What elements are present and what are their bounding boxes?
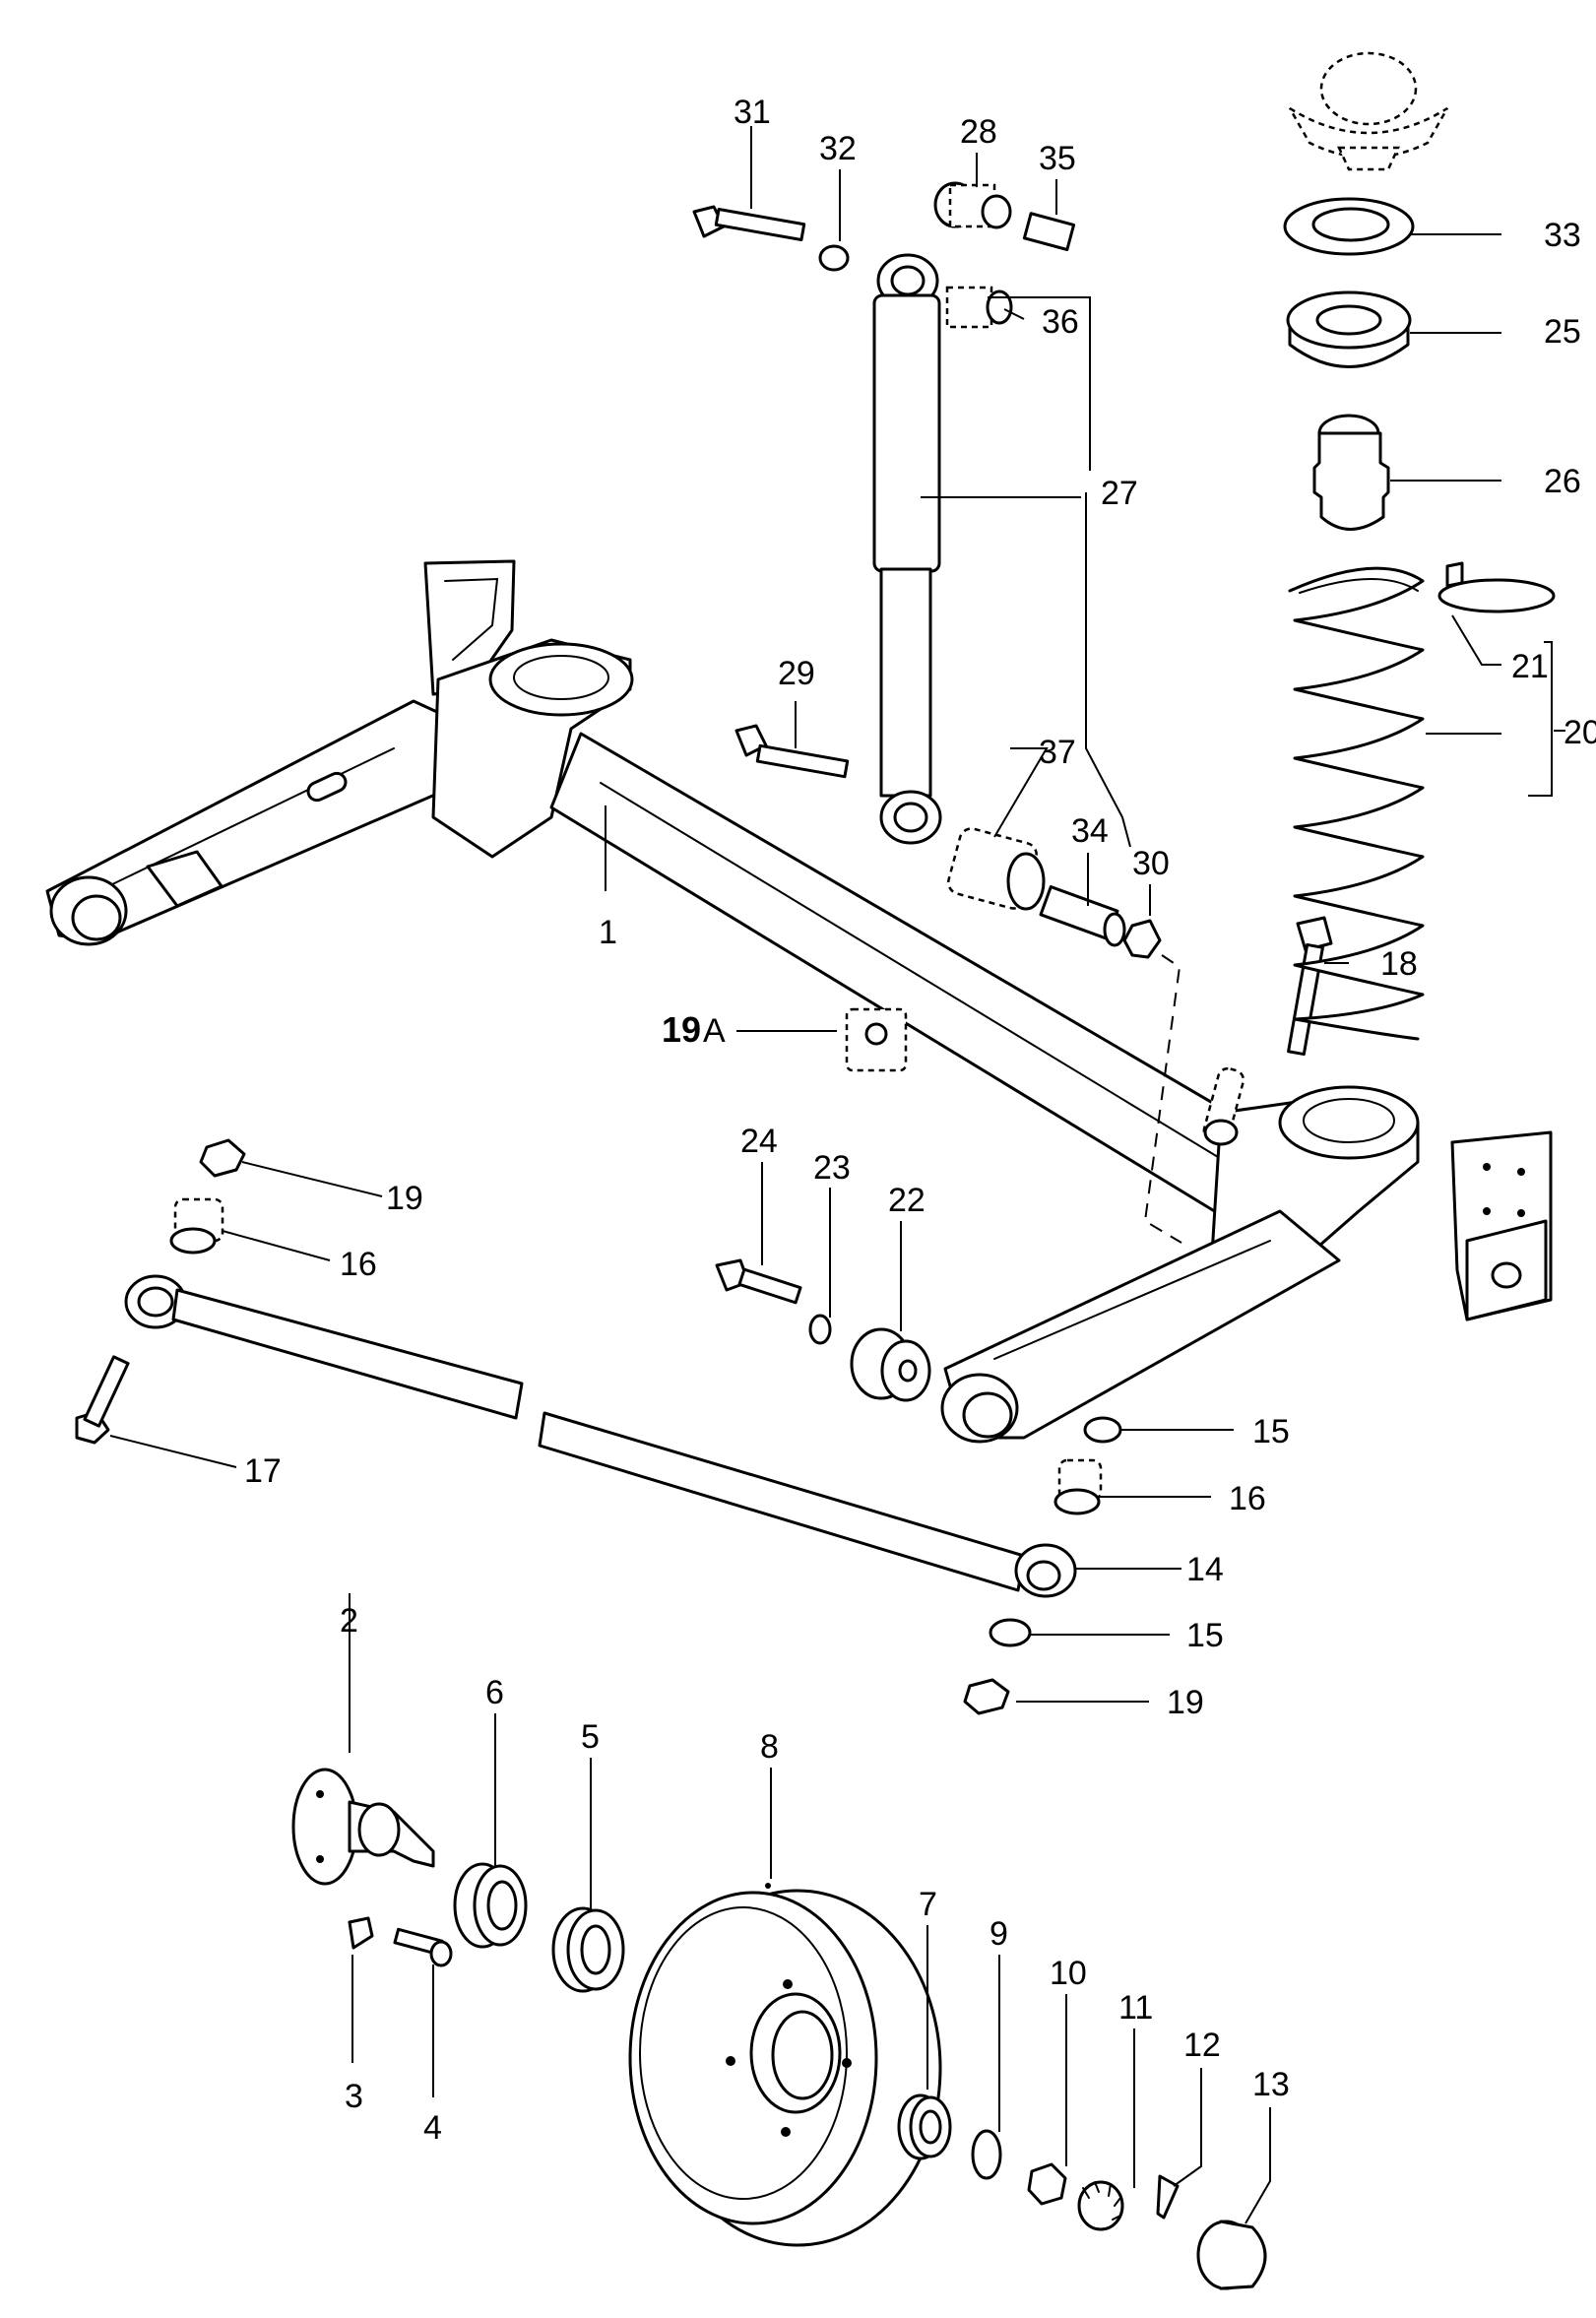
label-34: 34 — [1071, 812, 1109, 850]
spring-seat-25 — [1286, 290, 1412, 368]
label-32: 32 — [819, 130, 857, 167]
label-20: 20 — [1564, 714, 1596, 751]
shock-absorber — [872, 253, 942, 845]
label-37: 37 — [1039, 734, 1076, 771]
label-5: 5 — [581, 1718, 600, 1756]
panhard-rod-14 — [124, 1274, 1077, 1598]
rear-axle-beam — [45, 559, 1553, 1444]
bush-28 — [933, 181, 1012, 229]
label-8: 8 — [760, 1728, 779, 1766]
label-23: 23 — [813, 1149, 851, 1187]
label-2: 2 — [340, 1602, 358, 1640]
label-11: 11 — [1118, 1989, 1153, 2027]
shock-bolt-31 — [692, 205, 806, 242]
bush-22 — [850, 1327, 931, 1402]
spring-clip-21 — [1437, 561, 1556, 613]
seal-6 — [453, 1862, 528, 1949]
label-27: 27 — [1101, 475, 1138, 512]
lock-washer-32 — [818, 244, 850, 272]
label-25: 25 — [1544, 313, 1581, 351]
label-10: 10 — [1050, 1955, 1087, 1992]
sleeve-35 — [1022, 212, 1076, 252]
bush-16-left — [169, 1197, 224, 1255]
bush-37 — [947, 827, 1046, 911]
label-19a-number: 19 — [662, 1009, 701, 1050]
sleeve-34 — [1039, 885, 1126, 947]
bolt-4 — [393, 1927, 453, 1967]
label-36: 36 — [1042, 303, 1079, 341]
label-24: 24 — [740, 1123, 778, 1160]
label-22: 22 — [888, 1182, 926, 1219]
spring-cup-33 — [1283, 197, 1415, 256]
bearing-7 — [897, 2093, 952, 2160]
label-29: 29 — [778, 655, 815, 692]
bolt-24 — [715, 1258, 802, 1305]
label-31: 31 — [734, 94, 771, 131]
label-7: 7 — [919, 1886, 937, 1923]
label-19-right: 19 — [1167, 1684, 1204, 1721]
bush-36 — [945, 286, 1013, 329]
bump-stop-26 — [1312, 414, 1390, 531]
washer-23 — [808, 1314, 832, 1345]
nut-30 — [1122, 919, 1162, 959]
cotter-pin-12 — [1156, 2174, 1180, 2220]
nut-19-left — [199, 1138, 246, 1178]
label-4: 4 — [423, 2109, 442, 2147]
label-33: 33 — [1544, 217, 1581, 254]
grease-cap-13 — [1196, 2220, 1267, 2290]
label-16-left: 16 — [340, 1246, 377, 1283]
bolt-29 — [734, 724, 850, 779]
label-12: 12 — [1183, 2027, 1221, 2064]
label-21: 21 — [1511, 648, 1549, 685]
nut-19-right — [963, 1678, 1010, 1715]
part-labels: 1 2 3 4 5 6 7 8 9 10 11 12 13 14 15 15 1… — [244, 94, 1596, 2147]
assembly-path-30-to-axle — [1143, 954, 1182, 1244]
label-16-right: 16 — [1229, 1480, 1266, 1517]
label-17: 17 — [244, 1452, 282, 1490]
bolt-18 — [1202, 916, 1333, 1146]
washer-15-upper — [1083, 1416, 1122, 1444]
crown-nut-11 — [1077, 2180, 1124, 2231]
label-13: 13 — [1252, 2066, 1290, 2103]
label-19a-suffix: A — [703, 1012, 726, 1050]
label-18: 18 — [1380, 945, 1418, 983]
label-9: 9 — [990, 1915, 1008, 1953]
label-14: 14 — [1186, 1551, 1224, 1588]
brake-drum-8 — [628, 1883, 942, 2247]
bolt-17 — [75, 1355, 130, 1445]
washer-9 — [971, 2129, 1002, 2180]
leader-lines — [109, 126, 1565, 2224]
label-15-upper: 15 — [1252, 1413, 1290, 1450]
label-28: 28 — [960, 113, 997, 151]
label-3: 3 — [345, 2078, 363, 2115]
label-15-lower: 15 — [1186, 1617, 1224, 1654]
label-26: 26 — [1544, 463, 1581, 500]
label-19-left: 19 — [386, 1180, 423, 1217]
bush-16-right — [1053, 1458, 1103, 1515]
washer-15-lower — [989, 1618, 1032, 1647]
label-1: 1 — [599, 914, 617, 951]
spring-cup-top-ghost — [1288, 51, 1449, 171]
label-30: 30 — [1132, 845, 1170, 882]
bump-stop-19a — [845, 1007, 908, 1072]
bearing-5 — [551, 1906, 625, 1993]
coil-spring-20 — [1288, 566, 1425, 1041]
lock-washer-3 — [348, 1916, 374, 1950]
nut-10 — [1027, 2162, 1067, 2206]
label-35: 35 — [1039, 140, 1076, 177]
stub-axle-2 — [291, 1768, 435, 1886]
label-6: 6 — [485, 1674, 504, 1711]
